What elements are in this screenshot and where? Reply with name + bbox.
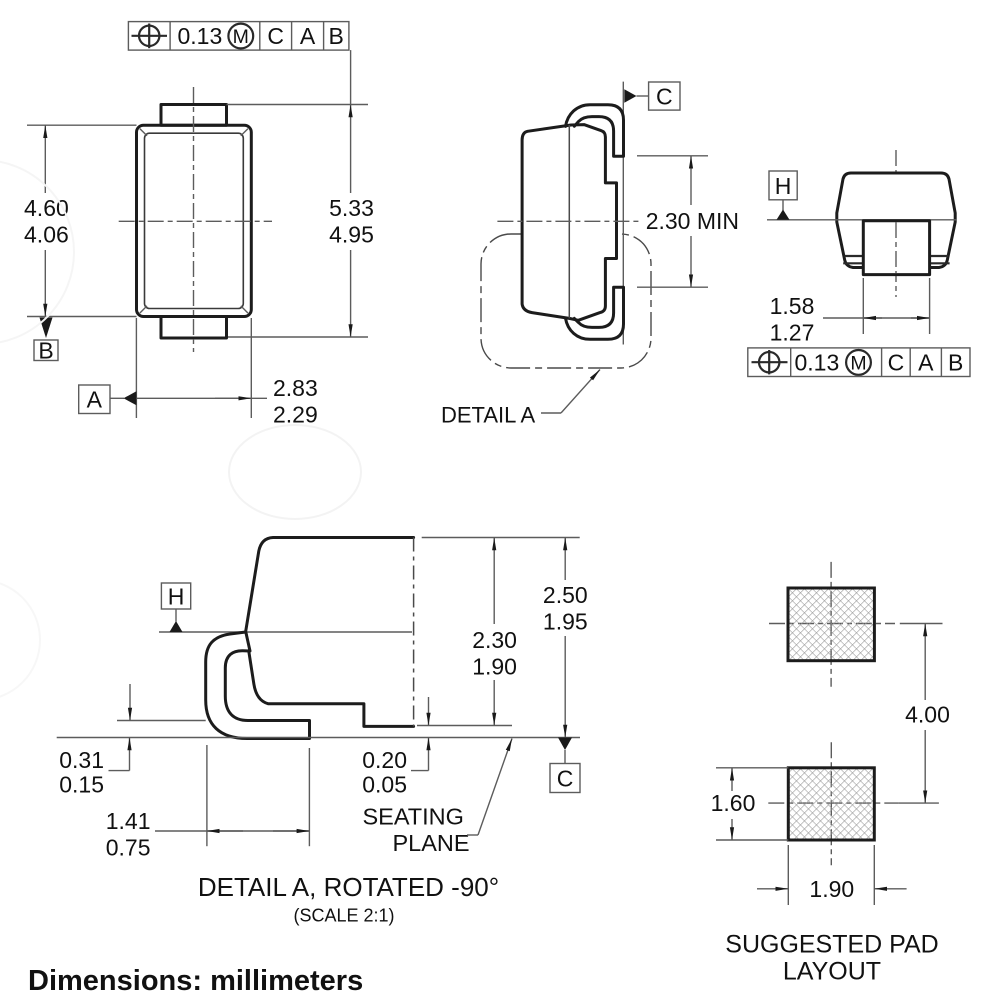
svg-text:1.58: 1.58 (770, 293, 815, 319)
svg-text:0.20: 0.20 (362, 747, 407, 773)
svg-text:(SCALE 2:1): (SCALE 2:1) (293, 906, 394, 926)
svg-text:5.33: 5.33 (329, 195, 374, 221)
svg-text:A: A (918, 350, 934, 376)
svg-text:0.31: 0.31 (59, 747, 104, 773)
svg-text:B: B (38, 337, 53, 363)
svg-text:C: C (557, 766, 574, 792)
svg-text:1.90: 1.90 (472, 654, 517, 680)
svg-text:1.95: 1.95 (543, 609, 588, 635)
svg-text:1.41: 1.41 (106, 808, 151, 834)
svg-text:1.27: 1.27 (770, 320, 815, 346)
svg-text:C: C (656, 83, 673, 109)
svg-text:B: B (329, 23, 344, 49)
svg-text:4.06: 4.06 (24, 221, 69, 247)
svg-text:4.60: 4.60 (24, 195, 69, 221)
svg-text:DETAIL A: DETAIL A (441, 402, 535, 427)
svg-text:PLANE: PLANE (393, 830, 470, 856)
svg-text:1.60: 1.60 (711, 790, 756, 816)
svg-text:B: B (948, 350, 963, 376)
svg-text:SUGGESTED PAD: SUGGESTED PAD (725, 931, 938, 959)
svg-text:C: C (888, 350, 905, 376)
svg-text:4.95: 4.95 (329, 221, 374, 247)
svg-text:0.13: 0.13 (795, 350, 840, 376)
svg-text:2.50: 2.50 (543, 582, 588, 608)
svg-text:DETAIL A, ROTATED -90°: DETAIL A, ROTATED -90° (198, 872, 499, 902)
svg-text:2.83: 2.83 (273, 375, 318, 401)
svg-text:0.15: 0.15 (59, 772, 104, 798)
svg-text:A: A (300, 23, 316, 49)
svg-text:A: A (87, 387, 103, 413)
svg-text:M: M (850, 352, 866, 374)
svg-text:C: C (267, 23, 284, 49)
svg-text:SEATING: SEATING (363, 804, 464, 830)
svg-text:M: M (233, 26, 249, 48)
svg-text:2.29: 2.29 (273, 401, 318, 427)
svg-text:H: H (168, 584, 185, 610)
svg-text:0.05: 0.05 (362, 772, 407, 798)
svg-text:Dimensions: millimeters: Dimensions: millimeters (28, 965, 363, 997)
svg-text:H: H (775, 173, 792, 199)
svg-text:0.75: 0.75 (106, 835, 151, 861)
svg-text:1.90: 1.90 (809, 876, 854, 902)
svg-text:LAYOUT: LAYOUT (783, 958, 881, 986)
svg-text:4.00: 4.00 (905, 702, 950, 728)
svg-text:2.30 MIN: 2.30 MIN (646, 208, 739, 234)
svg-text:0.13: 0.13 (178, 23, 223, 49)
svg-text:2.30: 2.30 (472, 627, 517, 653)
